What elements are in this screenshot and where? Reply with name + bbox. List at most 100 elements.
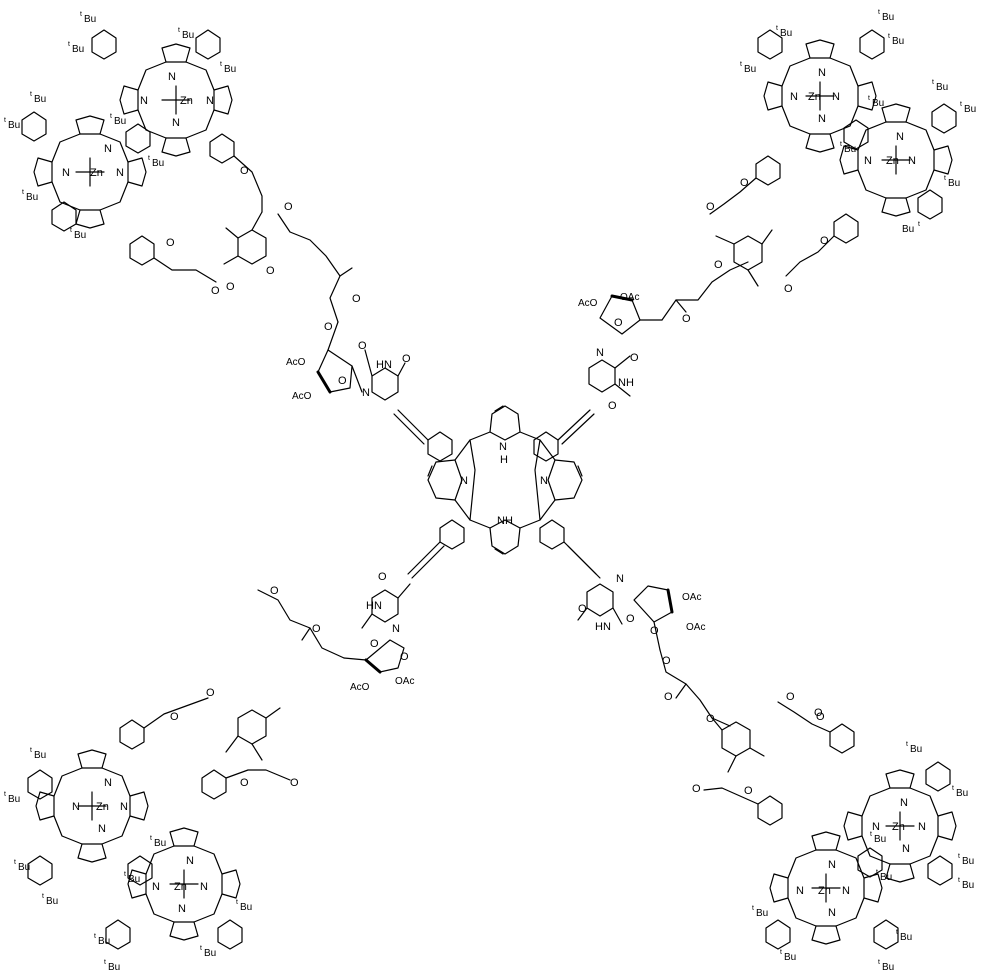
ribose-upper-left <box>316 321 363 394</box>
tbu-sup: t <box>110 113 112 120</box>
tbu-label: Bu <box>34 750 46 761</box>
atom-n-uracil-ll: N <box>392 623 400 635</box>
tbu-sup: t <box>124 871 126 878</box>
tbu-label: Bu <box>962 880 974 891</box>
tbu-label: Bu <box>72 44 84 55</box>
atom-n-zn-ll-1c: N <box>120 801 128 813</box>
atom-o-core-ul-3: O <box>226 281 235 293</box>
tbu-sup: t <box>876 869 878 876</box>
zinc-porphyrin-ll-2 <box>127 827 241 941</box>
atom-zn-ul-2: Zn <box>90 167 103 179</box>
tbu-label: Bu <box>154 838 166 849</box>
tbu-sup: t <box>148 155 150 162</box>
tbu-sup: t <box>740 61 742 68</box>
zinc-porphyrin-ll-1 <box>35 749 149 863</box>
tbu-label: Bu <box>8 120 20 131</box>
tbu-label: Bu <box>882 962 894 973</box>
tbu-sup: t <box>958 877 960 884</box>
ester-linker-lower-right <box>659 649 731 727</box>
tbu-label: Bu <box>152 158 164 169</box>
ribose-lower-left <box>343 639 405 674</box>
atom-n-zn-ll-2a: N <box>186 855 194 867</box>
ribose-upper-right <box>599 294 663 335</box>
zinc-porphyrin-ur-2 <box>839 103 953 217</box>
atom-o-ester-lr-1: O <box>662 655 671 667</box>
acetoxy-ur-1: AcO <box>578 298 598 309</box>
tbu-sup: t <box>870 831 872 838</box>
tbu-sup: t <box>14 859 16 866</box>
tbu-label: Bu <box>744 64 756 75</box>
atom-o-core-ll-2: O <box>290 777 299 789</box>
tbu-label: Bu <box>756 908 768 919</box>
tbu-label: Bu <box>204 948 216 959</box>
tbu-sup: t <box>68 41 70 48</box>
atom-o-ribose-ll: O <box>400 651 409 663</box>
atom-n-zn-lr-1b: N <box>872 821 880 833</box>
atom-n-zn-ll-1b: N <box>72 801 80 813</box>
atom-o-core-ur-1: O <box>706 201 715 213</box>
ester-linker-upper-left <box>277 213 353 323</box>
tbu-label: Bu <box>128 874 140 885</box>
tbu-sup: t <box>780 949 782 956</box>
atom-o-core-ur-2: O <box>784 283 793 295</box>
atom-n-uracil-ur: N <box>596 347 604 359</box>
atom-o-phenoxy-ul-2: O <box>166 237 175 249</box>
atom-n-zn-lr-1a: N <box>900 797 908 809</box>
uracil-upper-left <box>364 349 406 401</box>
tbu-label: Bu <box>956 788 968 799</box>
benzene-core-upper-left <box>223 211 267 265</box>
atom-n-zn-ll-1d: N <box>98 823 106 835</box>
atom-o-ribose-ul: O <box>338 375 347 387</box>
atom-o-uracil-ur-1: O <box>630 352 639 364</box>
atom-nh-bottom: NH <box>497 515 513 527</box>
tbu-label: Bu <box>114 116 126 127</box>
atom-o-phenoxy-ur-2: O <box>820 235 829 247</box>
tbu-label: Bu <box>224 64 236 75</box>
tbu-sup: t <box>94 933 96 940</box>
atom-n-zn-ul-1c: N <box>206 95 214 107</box>
atom-n-right: N <box>540 475 548 487</box>
tbu-label: Bu <box>880 872 892 883</box>
tbu-label: Bu <box>962 856 974 867</box>
atom-o-uracil-ul-2: O <box>358 340 367 352</box>
atom-o-core-ul-2: O <box>211 285 220 297</box>
tbu-label: Bu <box>844 144 856 155</box>
atom-o-uracil-ul-1: O <box>402 353 411 365</box>
atom-zn-ur-1: Zn <box>808 91 821 103</box>
tbu-sup: t <box>878 9 880 16</box>
tbu-label: Bu <box>98 936 110 947</box>
atom-hn-uracil-lr: HN <box>595 621 611 633</box>
atom-zn-ll-2: Zn <box>174 881 187 893</box>
tbu-sup: t <box>236 899 238 906</box>
atom-o-core-lr-3: O <box>814 707 823 719</box>
tbu-label: Bu <box>910 744 922 755</box>
tbu-label: Bu <box>784 952 796 963</box>
atom-o-uracil-ur-2: O <box>608 400 617 412</box>
tbu-sup: t <box>104 959 106 966</box>
ester-linker-upper-right <box>661 261 749 321</box>
tbu-label: Bu <box>34 94 46 105</box>
atom-o-ester-ul-3: O <box>266 265 275 277</box>
atom-o-phenoxy-ll-2: O <box>240 777 249 789</box>
tbu-sup: t <box>840 141 842 148</box>
tbu-sup: t <box>868 95 870 102</box>
atom-n-zn-ul-1b: N <box>140 95 148 107</box>
atom-n-uracil-lr: N <box>616 573 624 585</box>
atom-o-uracil-ll-1: O <box>378 571 387 583</box>
tbu-label: Bu <box>780 28 792 39</box>
atom-o-ester-ll-1: O <box>312 623 321 635</box>
atom-n-zn-lr-2c: N <box>842 885 850 897</box>
tbu-sup: t <box>932 79 934 86</box>
atom-n-zn-ul-1a: N <box>168 71 176 83</box>
zinc-porphyrin-ur-1 <box>763 39 877 153</box>
tbu-label: Bu <box>8 794 20 805</box>
atom-o-phenoxy-lr-1: O <box>816 711 825 723</box>
tbu-alt-label: Bu <box>902 224 914 235</box>
acetoxy-ll-1: AcO <box>350 682 370 693</box>
phenoxy-bridges <box>119 133 859 826</box>
tbu-sup: t <box>960 101 962 108</box>
tbu-sup: t <box>896 929 898 936</box>
ester-linker-lower-left <box>257 589 345 659</box>
